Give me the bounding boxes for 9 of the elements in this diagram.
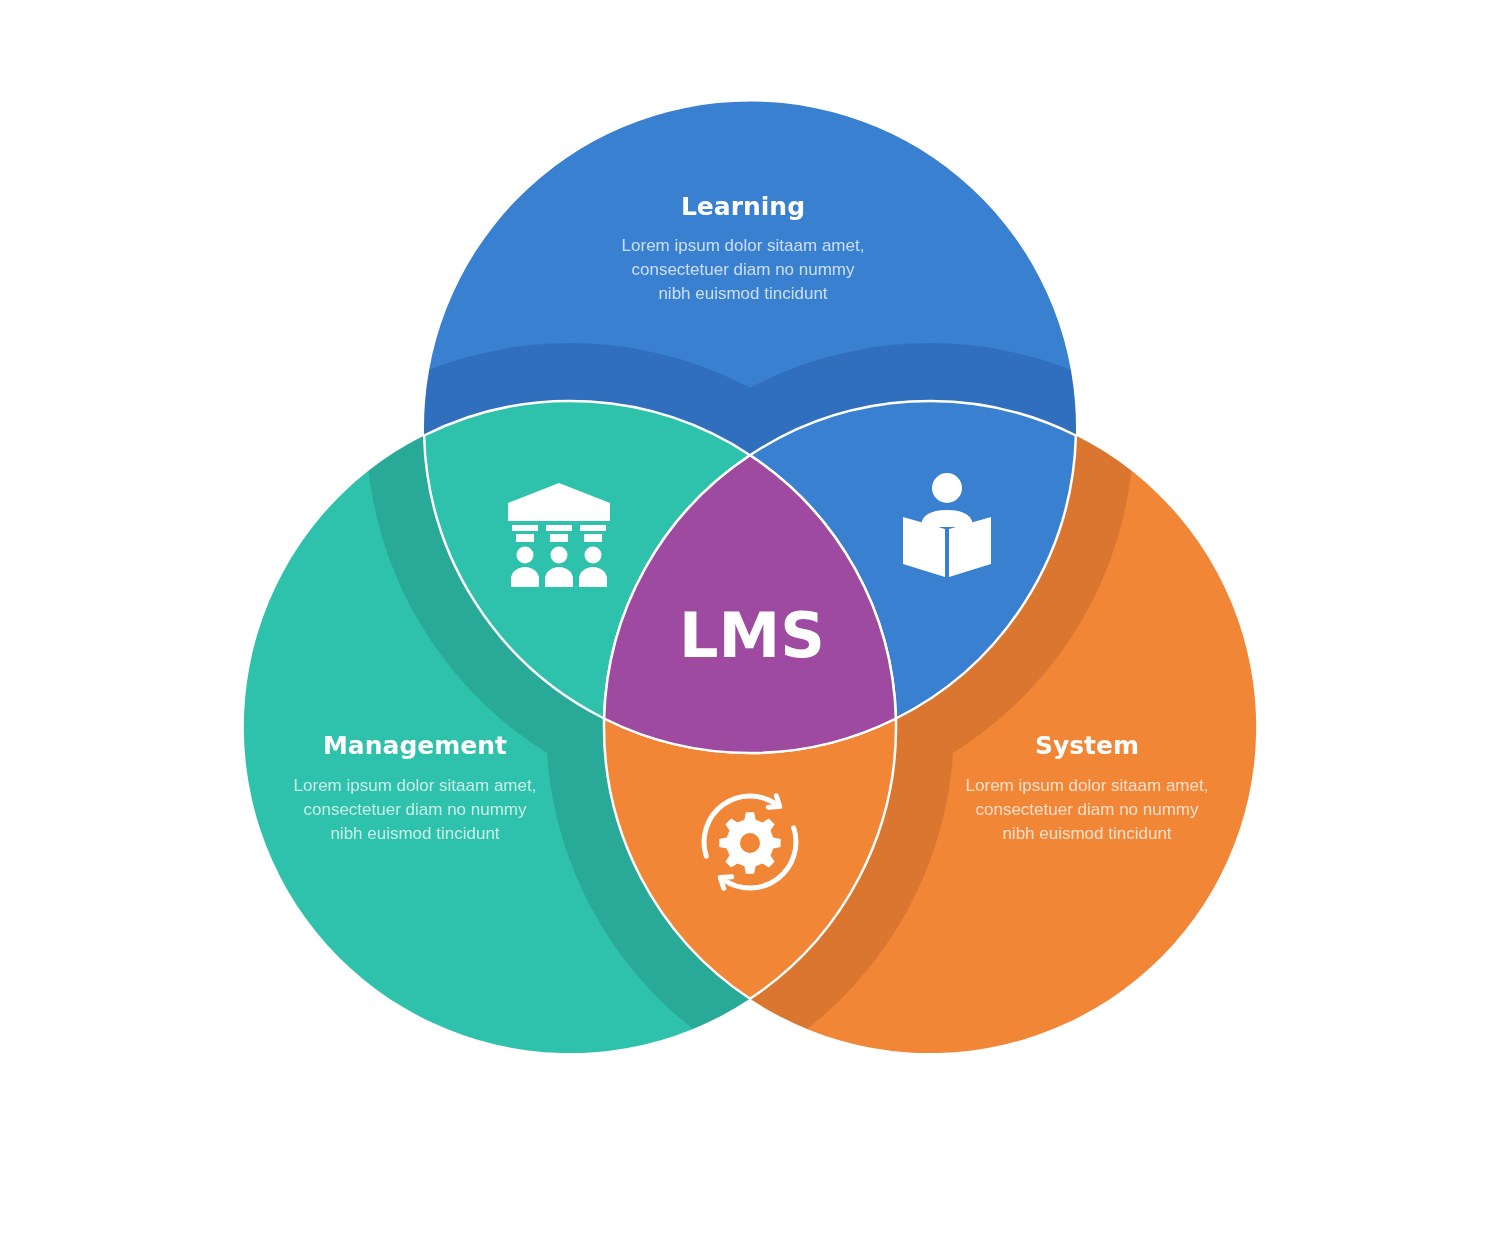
venn-circle-segment: [424, 101, 1076, 456]
section-title: Management: [323, 731, 507, 761]
section-title: Learning: [680, 192, 806, 222]
center-title: LMS: [679, 603, 825, 669]
section-description: Lorem ipsum dolor sitaam amet, consectetuer diam no nummy nibh euismod tincidunt: [964, 775, 1210, 845]
section-description: Lorem ipsum dolor sitaam amet, consectetuer diam no nummy nibh euismod tincidunt: [620, 235, 866, 305]
center-region: [604, 455, 896, 753]
section-description: Lorem ipsum dolor sitaam amet, consectetuer diam no nummy nibh euismod tincidunt: [292, 775, 538, 845]
section-title: System: [1034, 731, 1140, 761]
